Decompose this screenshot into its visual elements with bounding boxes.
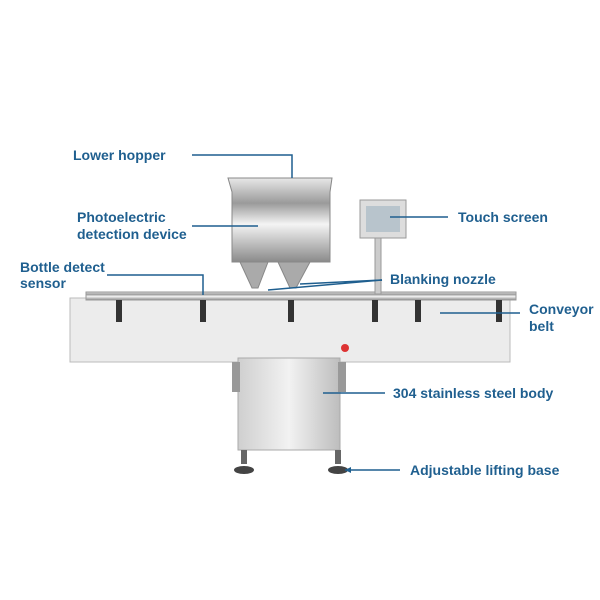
label-conveyor-line1: Conveyor xyxy=(529,301,594,317)
label-photoelectric-line1: Photoelectric xyxy=(77,209,166,225)
label-lower-hopper: Lower hopper xyxy=(73,147,166,163)
label-bottle-line1: Bottle detect xyxy=(20,259,105,275)
label-blanking-nozzle: Blanking nozzle xyxy=(390,271,496,287)
label-touch-screen: Touch screen xyxy=(458,209,548,225)
label-base: Adjustable lifting base xyxy=(410,462,560,478)
conveyor-rail xyxy=(85,291,517,301)
label-conveyor-line2: belt xyxy=(529,318,554,334)
label-photoelectric-line2: detection device xyxy=(77,226,187,242)
label-bottle-line2: sensor xyxy=(20,275,66,291)
lifting-feet xyxy=(234,450,348,474)
hopper xyxy=(227,177,333,263)
label-body: 304 stainless steel body xyxy=(393,385,554,401)
leader-lines xyxy=(107,154,520,471)
emergency-stop xyxy=(341,344,349,352)
body-cabinet xyxy=(237,357,341,451)
